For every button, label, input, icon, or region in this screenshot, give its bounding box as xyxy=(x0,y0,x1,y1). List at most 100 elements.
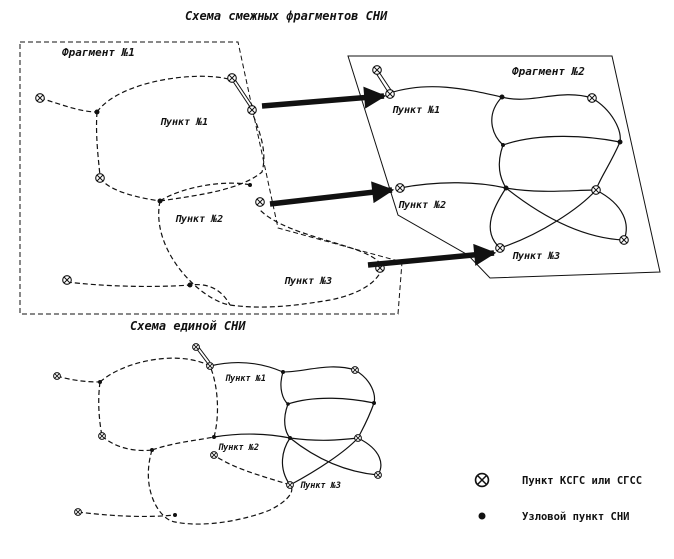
link xyxy=(159,111,265,202)
link xyxy=(505,187,597,192)
node-point-symbol xyxy=(288,436,292,440)
bottom-title: Схема единой СНИ xyxy=(130,319,246,333)
link xyxy=(231,79,253,111)
kgs-point-symbol xyxy=(210,451,218,459)
link xyxy=(98,381,103,437)
link xyxy=(209,365,219,438)
kgs-point-symbol xyxy=(74,508,82,516)
link xyxy=(233,77,255,109)
node-point-symbol xyxy=(157,198,163,204)
kgs-point-symbol xyxy=(255,197,265,207)
link xyxy=(502,135,621,146)
point-label: Пункт №2 xyxy=(175,214,223,225)
kgs-point-symbol xyxy=(286,481,294,489)
kgs-point-symbol xyxy=(95,173,105,183)
legend-node-symbol xyxy=(478,512,486,520)
link xyxy=(99,177,161,202)
link xyxy=(499,189,597,249)
link xyxy=(95,111,101,179)
legend: Пункт КСГС или СГСС Узловой пункт СНИ xyxy=(474,472,642,523)
kgs-point-symbol xyxy=(351,366,359,374)
node-point-symbol xyxy=(248,183,252,187)
arrow-point-2 xyxy=(269,181,395,207)
link xyxy=(491,96,504,146)
link xyxy=(591,97,621,143)
kgs-point-symbol xyxy=(354,434,362,442)
link xyxy=(595,141,621,191)
link xyxy=(281,437,291,486)
kgs-point-symbol xyxy=(53,372,61,380)
link xyxy=(289,437,379,476)
legend-kgs-label: Пункт КСГС или СГСС xyxy=(522,475,642,487)
top-title: Схема смежных фрагментов СНИ xyxy=(185,9,388,23)
link xyxy=(280,371,289,405)
transfer-arrows xyxy=(261,86,497,268)
point-label: Пункт №1 xyxy=(160,117,208,128)
kgs-point-symbol xyxy=(206,362,214,370)
link xyxy=(96,75,233,113)
point-label: Пункт №3 xyxy=(512,251,560,262)
link xyxy=(213,433,291,439)
link xyxy=(209,362,284,373)
kgs-point-symbol xyxy=(227,73,237,83)
node-point-symbol xyxy=(372,401,376,405)
node-point-symbol xyxy=(503,185,509,191)
link xyxy=(399,182,507,189)
kgs-point-symbol xyxy=(587,93,597,103)
unified-network: Пункт №1 Пункт №2 Пункт №3 xyxy=(53,343,382,525)
kgs-point-symbol xyxy=(591,185,601,195)
link xyxy=(39,97,98,113)
link xyxy=(289,437,359,441)
link xyxy=(501,94,593,100)
link xyxy=(197,345,211,363)
fragment-1: Фрагмент №1 Пункт №1 Пункт №2 Пункт №3 xyxy=(19,41,403,315)
link xyxy=(147,449,293,525)
kgs-point-symbol xyxy=(495,243,505,253)
link xyxy=(66,281,231,306)
link xyxy=(595,189,627,241)
kgs-point-symbol xyxy=(385,89,395,99)
point-label: Пункт №1 xyxy=(392,105,440,116)
point-label: Пункт №2 xyxy=(218,443,259,453)
link xyxy=(498,144,507,189)
point-label: Пункт №1 xyxy=(225,374,266,384)
kgs-point-symbol xyxy=(98,432,106,440)
kgs-point-symbol xyxy=(62,275,72,285)
node-point-symbol xyxy=(187,282,193,288)
kgs-point-symbol xyxy=(192,343,200,351)
link xyxy=(354,369,376,404)
fragment-1-frame xyxy=(19,41,403,315)
kgs-point-symbol xyxy=(374,471,382,479)
link xyxy=(195,347,209,365)
link xyxy=(99,357,211,383)
link xyxy=(158,200,383,308)
link xyxy=(159,182,251,202)
node-point-symbol xyxy=(212,435,216,439)
kgs-point-symbol xyxy=(619,235,629,245)
kgs-point-symbol xyxy=(395,183,405,193)
legend-node-label: Узловой пункт СНИ xyxy=(522,511,629,523)
fragment-2-frame xyxy=(347,55,661,279)
link xyxy=(101,435,153,452)
link xyxy=(284,403,291,439)
node-point-symbol xyxy=(173,513,177,517)
link xyxy=(151,436,215,451)
fragment-2: Фрагмент №2 Пункт №1 Пункт №2 Пункт №3 xyxy=(347,55,661,279)
link xyxy=(489,187,507,249)
link xyxy=(77,511,176,518)
arrow-point-3 xyxy=(367,243,497,268)
kgs-point-symbol xyxy=(35,93,45,103)
fragment-2-label: Фрагмент №2 xyxy=(512,65,585,78)
node-point-symbol xyxy=(281,370,285,374)
link xyxy=(357,437,382,476)
node-point-symbol xyxy=(98,380,102,384)
link xyxy=(289,437,359,486)
arrow-point-1 xyxy=(261,86,387,109)
node-point-symbol xyxy=(501,143,505,147)
link xyxy=(287,397,375,405)
node-point-symbol xyxy=(286,402,290,406)
kgs-point-symbol xyxy=(372,65,382,75)
node-point-symbol xyxy=(499,94,505,100)
